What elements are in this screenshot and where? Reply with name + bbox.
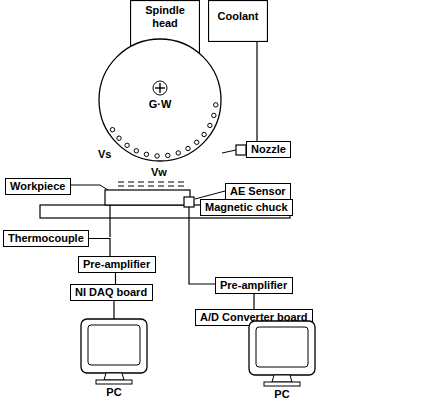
workpiece bbox=[105, 190, 190, 205]
feed-marks bbox=[118, 182, 186, 183]
abrasive-grit bbox=[125, 143, 129, 147]
node-label: PC bbox=[246, 388, 318, 401]
signal-line bbox=[89, 239, 110, 257]
monitor-case bbox=[249, 321, 315, 375]
abrasive-grit bbox=[117, 136, 121, 140]
node-label: Thermocouple bbox=[8, 232, 84, 245]
monitor-base bbox=[264, 382, 300, 386]
abrasive-grit bbox=[166, 153, 170, 157]
pc-monitor: PC bbox=[78, 318, 150, 400]
chuck-label-box: Magnetic chuck bbox=[200, 199, 293, 216]
leader-line bbox=[70, 185, 108, 190]
abrasive-grit bbox=[195, 140, 199, 144]
monitor-base bbox=[96, 380, 132, 384]
daq-board-box: NI DAQ board bbox=[70, 284, 153, 301]
hub-cross bbox=[159, 83, 160, 93]
box-outline bbox=[209, 1, 268, 42]
coolant-jet bbox=[222, 150, 236, 153]
node-label: Pre-amplifier bbox=[83, 258, 151, 271]
node-label: Workpiece bbox=[10, 180, 66, 193]
monitor-screen bbox=[256, 327, 308, 367]
abrasive-grit bbox=[186, 146, 190, 150]
spindle-hub bbox=[153, 81, 167, 95]
signal-line bbox=[256, 42, 257, 141]
abrasive-grit bbox=[176, 151, 180, 155]
abrasive-grit bbox=[214, 103, 218, 107]
ae-sensor-label-box: AE Sensor bbox=[225, 183, 291, 200]
pc-monitor: PC bbox=[246, 320, 318, 402]
signal-line bbox=[113, 301, 114, 319]
node-label: PC bbox=[78, 386, 150, 399]
monitor-screen bbox=[88, 325, 140, 365]
thermocouple-wire bbox=[109, 205, 110, 237]
node-label: G·W bbox=[98, 98, 222, 111]
node-label: Spindle head bbox=[139, 4, 191, 30]
pre-amplifier-box: Pre-amplifier bbox=[215, 277, 293, 294]
abrasive-grit bbox=[155, 154, 159, 158]
work-speed-label: Vw bbox=[150, 166, 168, 179]
workpiece-label-box: Workpiece bbox=[5, 178, 71, 195]
feed-marks bbox=[118, 186, 186, 187]
monitor-case bbox=[81, 319, 147, 373]
ae-wire bbox=[189, 207, 215, 284]
nozzle-symbol bbox=[236, 145, 246, 155]
abrasive-grit bbox=[212, 113, 216, 117]
grinding-wheel: G·W bbox=[98, 38, 222, 162]
node-label: NI DAQ board bbox=[75, 286, 148, 299]
coolant-tank-box: Coolant bbox=[208, 0, 268, 42]
node-label: Magnetic chuck bbox=[205, 201, 288, 214]
ae-sensor bbox=[184, 197, 194, 207]
abrasive-grit bbox=[202, 132, 206, 136]
leader-line bbox=[195, 191, 225, 199]
wheel-speed-label: Vs bbox=[97, 148, 112, 161]
node-label: AE Sensor bbox=[230, 185, 286, 198]
node-label: Pre-amplifier bbox=[220, 279, 288, 292]
signal-line bbox=[115, 273, 116, 284]
abrasive-grit bbox=[110, 127, 114, 131]
monitor-neck bbox=[104, 373, 124, 380]
nozzle-label-box: Nozzle bbox=[246, 141, 291, 158]
node-label: Coolant bbox=[212, 10, 264, 23]
monitor-neck bbox=[272, 375, 292, 382]
thermocouple-box: Thermocouple bbox=[3, 230, 89, 247]
abrasive-grit bbox=[208, 123, 212, 127]
wheel-rim bbox=[99, 39, 221, 161]
pre-amplifier-box: Pre-amplifier bbox=[78, 256, 156, 273]
abrasive-grit bbox=[134, 149, 138, 153]
node-label: Nozzle bbox=[251, 143, 286, 156]
signal-line bbox=[253, 294, 254, 309]
abrasive-grit bbox=[144, 152, 148, 156]
